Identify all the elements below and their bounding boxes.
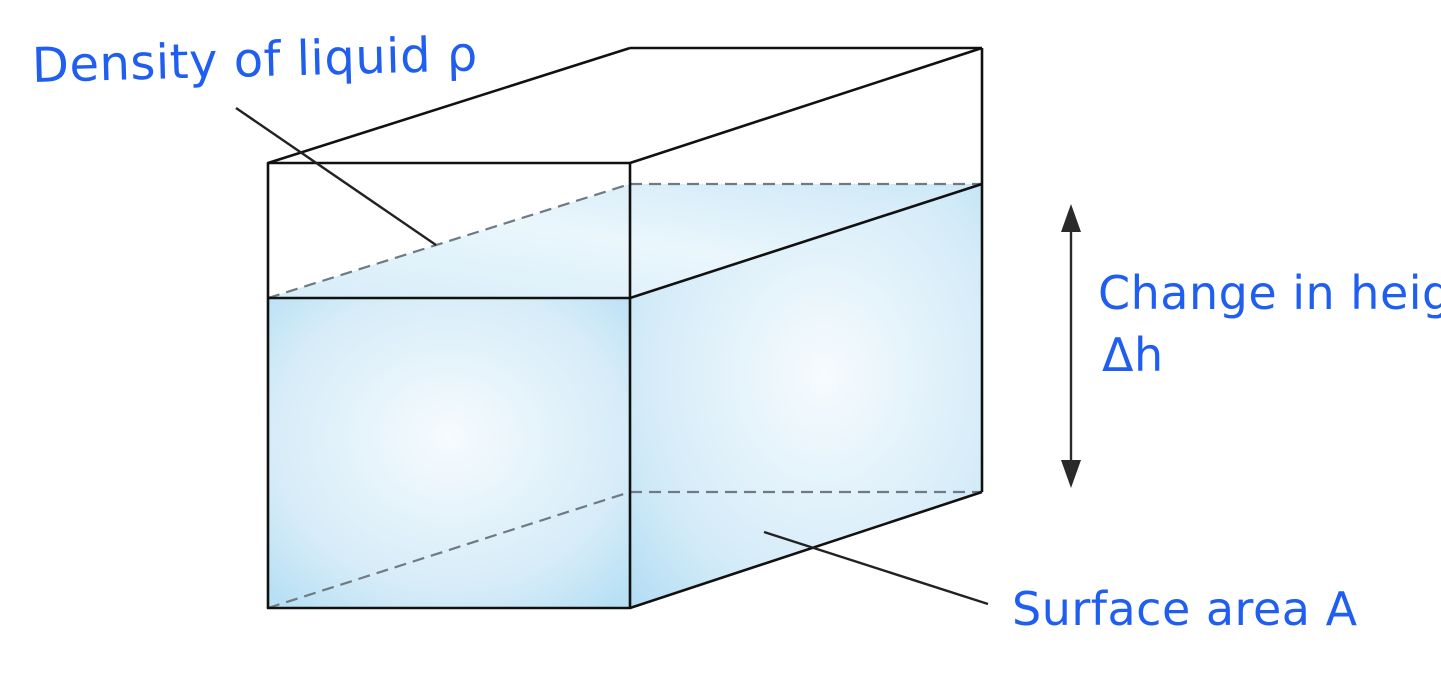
liquid-side-face [630,184,982,608]
density-label: Density of liquid ρ [31,26,479,94]
arrow-down-head [1061,460,1081,488]
liquid-top-surface [268,184,982,298]
liquid-front-face [268,298,630,608]
surface-leader-line [763,530,989,606]
hidden-edges [267,182,982,610]
density-leader-line [235,107,437,246]
arrow-up-head [1061,204,1081,232]
surface-area-label: Surface area A [1012,582,1358,636]
tank-outline [266,46,984,610]
height-change-symbol: Δh [1102,328,1164,382]
height-arrow [1061,204,1081,488]
height-change-label: Change in height [1098,266,1441,320]
